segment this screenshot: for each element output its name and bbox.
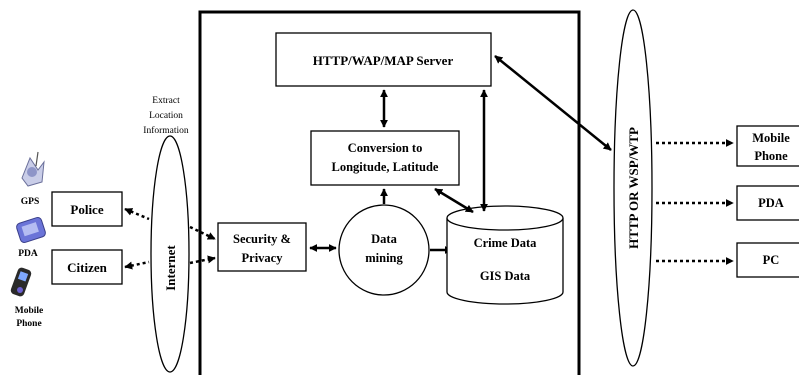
conversion-label-line2: Longitude, Latitude bbox=[332, 160, 439, 174]
internet-security-link-1 bbox=[189, 225, 216, 241]
data-mining-label-line1: Data bbox=[371, 232, 397, 246]
conversion-label-line1: Conversion to bbox=[348, 141, 423, 155]
client-pc-label: PC bbox=[763, 253, 780, 267]
gps-icon bbox=[21, 151, 45, 187]
conversion-box bbox=[310, 130, 460, 186]
database-cylinder bbox=[446, 205, 564, 305]
client-pda-label: PDA bbox=[758, 196, 784, 210]
extract-label-line2: Location bbox=[149, 111, 183, 121]
internet-security-link-2 bbox=[189, 255, 216, 265]
system-boundary bbox=[198, 10, 581, 375]
crime-data-label: Crime Data bbox=[474, 236, 538, 250]
gps-label: GPS bbox=[21, 197, 39, 207]
pda-icon bbox=[16, 217, 46, 243]
client-pc-box bbox=[736, 242, 799, 278]
client-mobile-box bbox=[736, 125, 799, 167]
security-label-line2: Privacy bbox=[242, 251, 284, 265]
pda-label: PDA bbox=[18, 249, 38, 259]
mobile-phone-icon bbox=[10, 267, 32, 297]
server-protocol-link bbox=[494, 55, 612, 151]
conversion-database-link bbox=[434, 187, 474, 214]
security-label-line1: Security & bbox=[233, 232, 291, 246]
citizen-internet-link bbox=[124, 260, 150, 270]
client-mobile-label-line2: Phone bbox=[754, 149, 788, 163]
citizen-box bbox=[51, 249, 123, 285]
internet-ellipse bbox=[150, 135, 190, 373]
client-pda-box bbox=[736, 185, 799, 221]
citizen-label: Citizen bbox=[67, 260, 107, 275]
protocol-ellipse bbox=[613, 9, 653, 367]
police-label: Police bbox=[70, 202, 103, 217]
protocol-label: HTTP OR WSP/WTP bbox=[626, 127, 641, 249]
mobile-phone-label-line2: Phone bbox=[16, 319, 41, 329]
data-mining-circle bbox=[338, 204, 430, 296]
security-privacy-box bbox=[217, 222, 307, 272]
extract-label-line1: Extract bbox=[152, 96, 180, 106]
police-internet-link bbox=[124, 207, 150, 221]
server-label: HTTP/WAP/MAP Server bbox=[313, 53, 454, 68]
client-mobile-label-line1: Mobile bbox=[752, 131, 790, 145]
police-box bbox=[51, 191, 123, 227]
mobile-phone-label-line1: Mobile bbox=[15, 306, 44, 316]
internet-label: Internet bbox=[163, 245, 178, 291]
gis-data-label: GIS Data bbox=[480, 269, 531, 283]
server-box bbox=[275, 32, 492, 87]
data-mining-label-line2: mining bbox=[365, 251, 403, 265]
extract-label-line3: Information bbox=[143, 125, 189, 136]
